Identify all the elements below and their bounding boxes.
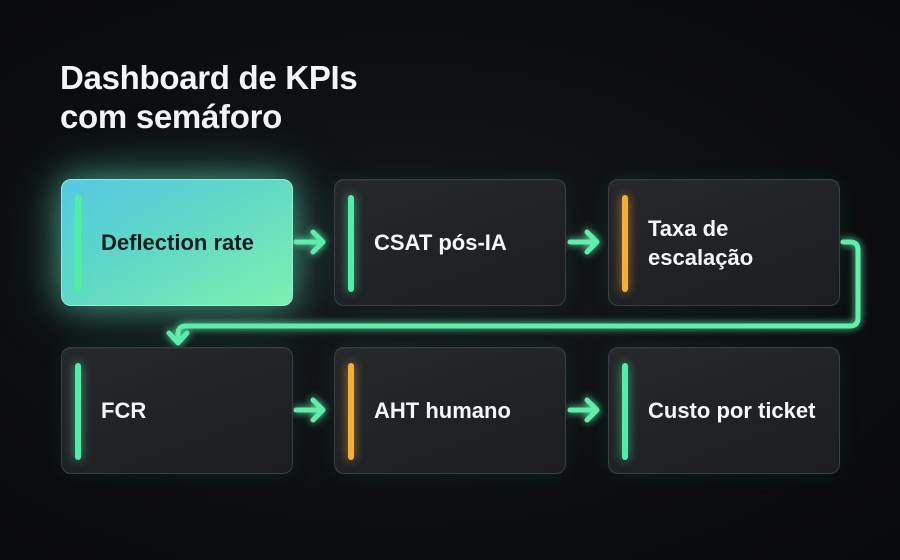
arrow-csat-to-escalacao	[567, 229, 600, 255]
title-line-1: Dashboard de KPIs	[60, 59, 358, 96]
kpi-card-custo-por-ticket[interactable]: Custo por ticket	[608, 347, 840, 474]
arrow-fcr-to-aht	[293, 397, 326, 423]
kpi-card-label: Deflection rate	[101, 230, 254, 255]
status-indicator-green	[348, 195, 354, 292]
arrow-aht-to-custo	[567, 397, 600, 423]
kpi-card-label: Taxa de escalação	[648, 215, 754, 270]
status-indicator-green	[622, 363, 628, 460]
diagram-title: Dashboard de KPIs com semáforo	[60, 58, 480, 136]
kpi-card-csat[interactable]: CSAT pós-IA	[334, 179, 566, 306]
kpi-card-taxa-escalacao[interactable]: Taxa de escalação	[608, 179, 840, 306]
kpi-card-deflection-rate[interactable]: Deflection rate	[61, 179, 293, 306]
status-indicator-amber	[348, 363, 354, 460]
kpi-card-label: AHT humano	[374, 398, 511, 423]
kpi-card-label: FCR	[101, 398, 147, 423]
arrow-deflection-to-csat	[293, 229, 326, 255]
kpi-card-label: CSAT pós-IA	[374, 230, 507, 255]
kpi-card-label: Custo por ticket	[648, 398, 816, 423]
kpi-card-aht-humano[interactable]: AHT humano	[334, 347, 566, 474]
status-indicator-green	[75, 363, 81, 460]
title-line-2: com semáforo	[60, 98, 282, 135]
status-indicator-green	[75, 195, 81, 292]
arrow-escalacao-to-fcr	[166, 239, 861, 346]
kpi-card-fcr[interactable]: FCR	[61, 347, 293, 474]
status-indicator-amber	[622, 195, 628, 292]
